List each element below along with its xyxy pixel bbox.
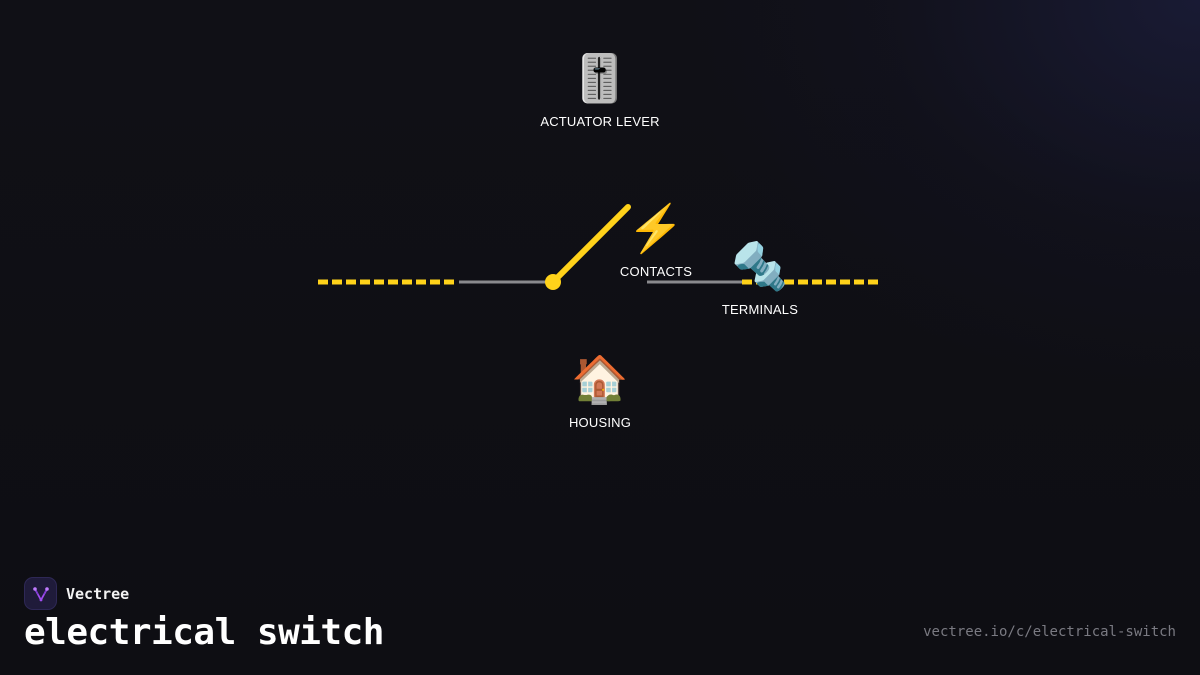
part-label: HOUSING (568, 415, 632, 430)
part-contacts: ⚡ CONTACTS (620, 200, 692, 279)
lightning-bolt-icon: ⚡ (627, 202, 685, 254)
switch-blade (550, 204, 631, 285)
slider-lever-icon: 🎚️ (571, 52, 629, 104)
vectree-logo-icon (24, 577, 57, 610)
page-title: electrical switch (24, 612, 384, 653)
page-url[interactable]: vectree.io/c/electrical-switch (923, 624, 1176, 640)
brand[interactable]: Vectree (24, 577, 129, 610)
part-actuator-lever: 🎚️ ACTUATOR LEVER (540, 50, 659, 129)
brand-name: Vectree (66, 584, 130, 603)
part-label: ACTUATOR LEVER (540, 114, 660, 129)
part-label: TERMINALS (721, 302, 799, 317)
part-housing: 🏠 HOUSING (569, 351, 631, 430)
pivot-point (545, 274, 561, 290)
part-label: CONTACTS (619, 264, 693, 279)
nut-and-bolt-icon: 🔩 (731, 240, 789, 292)
house-icon: 🏠 (571, 353, 629, 405)
part-terminals: 🔩 TERMINALS (722, 238, 798, 317)
